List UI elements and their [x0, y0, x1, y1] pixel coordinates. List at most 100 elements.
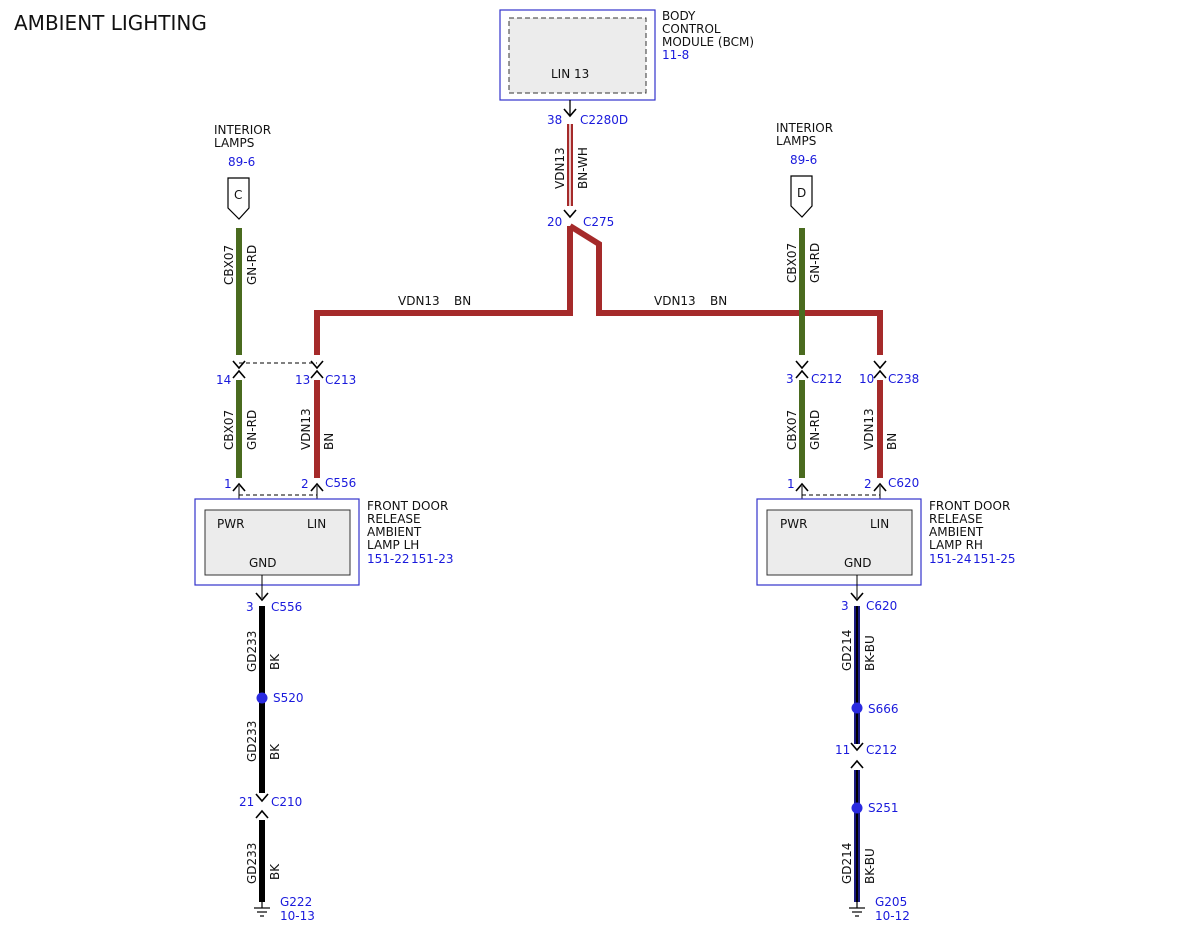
lh-source-letter: C	[234, 188, 242, 202]
rh-gnd-wire-1-color: BK-BU	[863, 635, 877, 671]
rh-wire-vdn13-lower: VDN13 BN	[862, 380, 899, 478]
rh-ground-name: G205	[875, 895, 907, 909]
c212-name: C212	[811, 372, 842, 386]
lh-wire-cbx07-lower: CBX07 GN-RD	[222, 380, 259, 478]
lh-gnd-wire-3-circuit: GD233	[245, 843, 259, 884]
lh-lower-b-circuit: VDN13	[299, 408, 313, 450]
rh-source-letter: D	[797, 186, 806, 200]
rh-gnd-pin: 3	[841, 599, 849, 613]
bcm-name-line-2: CONTROL	[662, 22, 721, 36]
lh-upper-circuit: CBX07	[222, 245, 236, 285]
lh-gnd-wire-1-color: BK	[268, 653, 282, 670]
connector-c556: 1 2 C556	[224, 476, 356, 510]
harness-right-color: BN	[710, 294, 727, 308]
rh-source-interior-lamps: INTERIOR LAMPS 89-6 D	[776, 121, 833, 218]
harness-right-circuit: VDN13	[654, 294, 696, 308]
lh-source-ref: 89-6	[228, 155, 255, 169]
lh-module-name-2: RELEASE	[367, 512, 421, 526]
bcm-pin-label: LIN 13	[551, 67, 589, 81]
c556-pin-2: 2	[301, 477, 309, 491]
c238-pin: 10	[859, 372, 874, 386]
c620-name: C620	[888, 476, 919, 490]
lh-gnd-wire-3-color: BK	[268, 863, 282, 880]
c275-pin: 20	[547, 215, 562, 229]
rh-source-line-1: INTERIOR	[776, 121, 833, 135]
rh-module: PWR LIN GND FRONT DOOR RELEASE AMBIENT L…	[756, 498, 1016, 586]
lh-gnd-wire-2-color: BK	[268, 743, 282, 760]
rh-module-ref-b: 151-25	[973, 552, 1016, 566]
rh-upper-color: GN-RD	[808, 243, 822, 283]
rh-gnd-wire-2-color: BK-BU	[863, 848, 877, 884]
rh-c212-gnd-name: C212	[866, 743, 897, 757]
connector-c2280d: 38 C2280D	[547, 100, 628, 127]
bcm-name-line-1: BODY	[662, 9, 696, 23]
lh-module-gnd: GND	[249, 556, 277, 570]
rh-gnd-wire-1-circuit: GD214	[840, 630, 854, 671]
c620-pin-2: 2	[864, 477, 872, 491]
bcm-module: LIN 13 BODY CONTROL MODULE (BCM) 11-8	[499, 9, 754, 101]
rh-wire-cbx07-upper: CBX07 GN-RD	[785, 228, 822, 355]
connector-c213: 14 13 C213	[216, 360, 356, 387]
connector-c620: 1 2 C620	[787, 476, 919, 510]
rh-wire-cbx07-lower: CBX07 GN-RD	[785, 380, 822, 478]
rh-module-name-3: AMBIENT	[929, 525, 984, 539]
c213-pin-a: 14	[216, 373, 231, 387]
lh-ground-path: 3 C556 GD233 BK S520 GD233 BK 21 C210 GD…	[239, 575, 315, 923]
lh-gnd-wire-1-circuit: GD233	[245, 631, 259, 672]
rh-module-name-2: RELEASE	[929, 512, 983, 526]
lh-lower-a-circuit: CBX07	[222, 410, 236, 450]
c238-name: C238	[888, 372, 919, 386]
lh-gnd-conn: C556	[271, 600, 302, 614]
lh-source-line-2: LAMPS	[214, 136, 254, 150]
wire-vdn13-bn-wh: VDN13 BN-WH	[553, 124, 590, 206]
rh-ground-ref: 10-12	[875, 909, 910, 923]
rh-splice-2-dot	[851, 802, 863, 814]
rh-ground-path: 3 C620 GD214 BK-BU S666 11 C212 S251 GD2…	[835, 575, 910, 923]
wire-vdn13-color: BN-WH	[576, 147, 590, 189]
rh-lower-a-circuit: CBX07	[785, 410, 799, 450]
lh-ground-name: G222	[280, 895, 312, 909]
rh-module-name-1: FRONT DOOR	[929, 499, 1010, 513]
lh-source-line-1: INTERIOR	[214, 123, 271, 137]
rh-module-lin: LIN	[870, 517, 889, 531]
c212-pin: 3	[786, 372, 794, 386]
lh-module-name-3: AMBIENT	[367, 525, 422, 539]
c275-name: C275	[583, 215, 614, 229]
c213-pin-b: 13	[295, 373, 310, 387]
rh-splice-1: S666	[868, 702, 899, 716]
rh-lower-a-color: GN-RD	[808, 410, 822, 450]
rh-module-ref-a: 151-24	[929, 552, 972, 566]
c556-name: C556	[325, 476, 356, 490]
wire-vdn13-circuit: VDN13	[553, 147, 567, 189]
connector-c275: 20 C275	[547, 209, 614, 229]
c2280d-pin: 38	[547, 113, 562, 127]
c213-name: C213	[325, 373, 356, 387]
lh-c210-pin: 21	[239, 795, 254, 809]
c2280d-name: C2280D	[580, 113, 628, 127]
lh-c210-name: C210	[271, 795, 302, 809]
lh-gnd-pin: 3	[246, 600, 254, 614]
lh-splice: S520	[273, 691, 304, 705]
rh-lower-b-color: BN	[885, 433, 899, 450]
connector-c212-c238: 3 C212 10 C238	[786, 360, 919, 386]
lh-splice-dot	[256, 692, 268, 704]
page-title: AMBIENT LIGHTING	[14, 11, 207, 35]
harness-left-color: BN	[454, 294, 471, 308]
lh-gnd-wire-2-circuit: GD233	[245, 721, 259, 762]
lh-module: PWR LIN GND FRONT DOOR RELEASE AMBIENT L…	[194, 498, 454, 586]
rh-upper-circuit: CBX07	[785, 243, 799, 283]
lh-ground-ref: 10-13	[280, 909, 315, 923]
rh-splice-1-dot	[851, 702, 863, 714]
lh-module-lin: LIN	[307, 517, 326, 531]
lh-source-interior-lamps: INTERIOR LAMPS 89-6 C	[214, 123, 271, 220]
lh-lower-b-color: BN	[322, 433, 336, 450]
rh-module-name-4: LAMP RH	[929, 538, 983, 552]
lh-module-name-4: LAMP LH	[367, 538, 419, 552]
harness-left-circuit: VDN13	[398, 294, 440, 308]
lh-wire-vdn13-lower: VDN13 BN	[299, 380, 336, 478]
harness-bn: VDN13 BN VDN13 BN	[314, 223, 883, 355]
bcm-ref: 11-8	[662, 48, 689, 62]
rh-gnd-wire-2-circuit: GD214	[840, 843, 854, 884]
rh-source-ref: 89-6	[790, 153, 817, 167]
